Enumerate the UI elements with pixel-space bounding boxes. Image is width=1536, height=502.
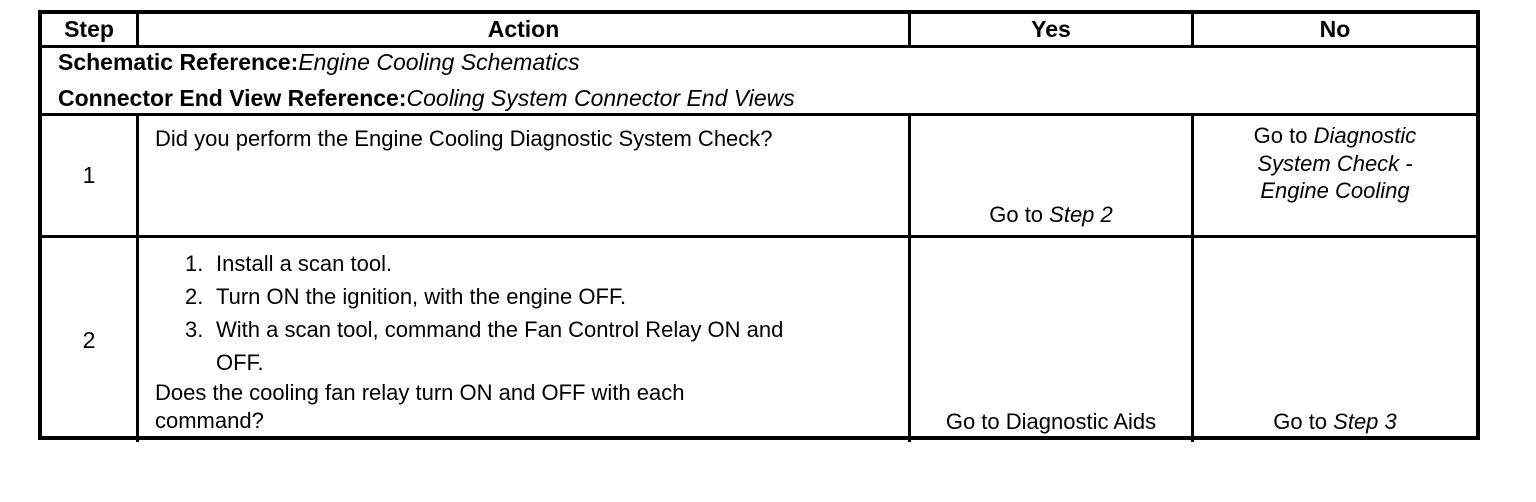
connector-end-view-reference-value: Cooling System Connector End Views <box>406 85 795 111</box>
step-1-number-cell: 1 <box>42 116 139 238</box>
schematic-reference-value: Engine Cooling Schematics <box>298 49 580 75</box>
column-header-no: No <box>1194 14 1476 48</box>
step-2-action-list: 1. Install a scan tool. 2. Turn ON the i… <box>185 247 894 379</box>
step-1-action-cell: Did you perform the Engine Cooling Diagn… <box>139 116 911 238</box>
connector-end-view-reference-line: Connector End View Reference:Cooling Sys… <box>58 85 1466 112</box>
step-1-yes-prefix: Go to <box>989 201 1050 227</box>
step-2-action-cell: 1. Install a scan tool. 2. Turn ON the i… <box>139 238 911 442</box>
column-header-yes-label: Yes <box>1031 16 1071 42</box>
step-1-yes-target: Step 2 <box>1049 201 1113 227</box>
step-2-no-text: Go to Step 3 <box>1273 408 1397 436</box>
step-2-action-item-1: 1. Install a scan tool. <box>185 247 894 280</box>
step-2-action-item-2: 2. Turn ON the ignition, with the engine… <box>185 280 894 313</box>
step-1-no-text: Go to Diagnostic System Check - Engine C… <box>1242 122 1428 205</box>
schematic-reference-label: Schematic Reference: <box>58 49 299 75</box>
step-1-yes-text: Go to Step 2 <box>989 201 1113 229</box>
column-header-action: Action <box>139 14 911 48</box>
step-2-yes-text: Go to Diagnostic Aids <box>945 408 1157 434</box>
step-2-action-item-2-text: Turn ON the ignition, with the engine OF… <box>216 284 627 309</box>
reference-row: Schematic Reference:Engine Cooling Schem… <box>42 48 1476 116</box>
step-2-number: 2 <box>82 326 96 353</box>
schematic-reference-line: Schematic Reference:Engine Cooling Schem… <box>58 49 1466 76</box>
step-1-no-prefix: Go to <box>1253 123 1314 148</box>
column-header-step-label: Step <box>64 16 114 42</box>
step-2-no-cell: Go to Step 3 <box>1194 238 1476 442</box>
step-2-action-item-3-text: With a scan tool, command the Fan Contro… <box>216 317 784 375</box>
step-2-no-target: Step 3 <box>1333 408 1397 434</box>
step-2-action-item-3: 3. With a scan tool, command the Fan Con… <box>185 313 894 379</box>
column-header-yes: Yes <box>911 14 1194 48</box>
step-2-yes-cell: Go to Diagnostic Aids <box>911 238 1194 442</box>
step-1-question: Did you perform the Engine Cooling Diagn… <box>155 126 773 151</box>
column-header-no-label: No <box>1319 16 1351 42</box>
column-header-step: Step <box>42 14 139 48</box>
step-2-no-prefix: Go to <box>1273 408 1334 434</box>
step-1-no-target: Diagnostic System Check - Engine Cooling <box>1257 123 1417 203</box>
connector-end-view-reference-label: Connector End View Reference: <box>58 85 407 111</box>
step-2-action-item-2-number: 2. <box>185 284 204 309</box>
diagnostic-table: Step Action Yes No Schematic Reference:E… <box>38 10 1480 442</box>
column-header-action-label: Action <box>487 16 560 42</box>
step-2-action-item-1-text: Install a scan tool. <box>216 251 393 276</box>
step-2-question: Does the cooling fan relay turn ON and O… <box>155 380 685 433</box>
step-1-yes-cell: Go to Step 2 <box>911 116 1194 238</box>
step-1-no-cell: Go to Diagnostic System Check - Engine C… <box>1194 116 1476 238</box>
step-2-action-item-1-number: 1. <box>185 251 204 276</box>
step-2-action-item-3-number: 3. <box>185 317 204 342</box>
step-2-number-cell: 2 <box>42 238 139 442</box>
step-1-number: 1 <box>82 162 96 188</box>
